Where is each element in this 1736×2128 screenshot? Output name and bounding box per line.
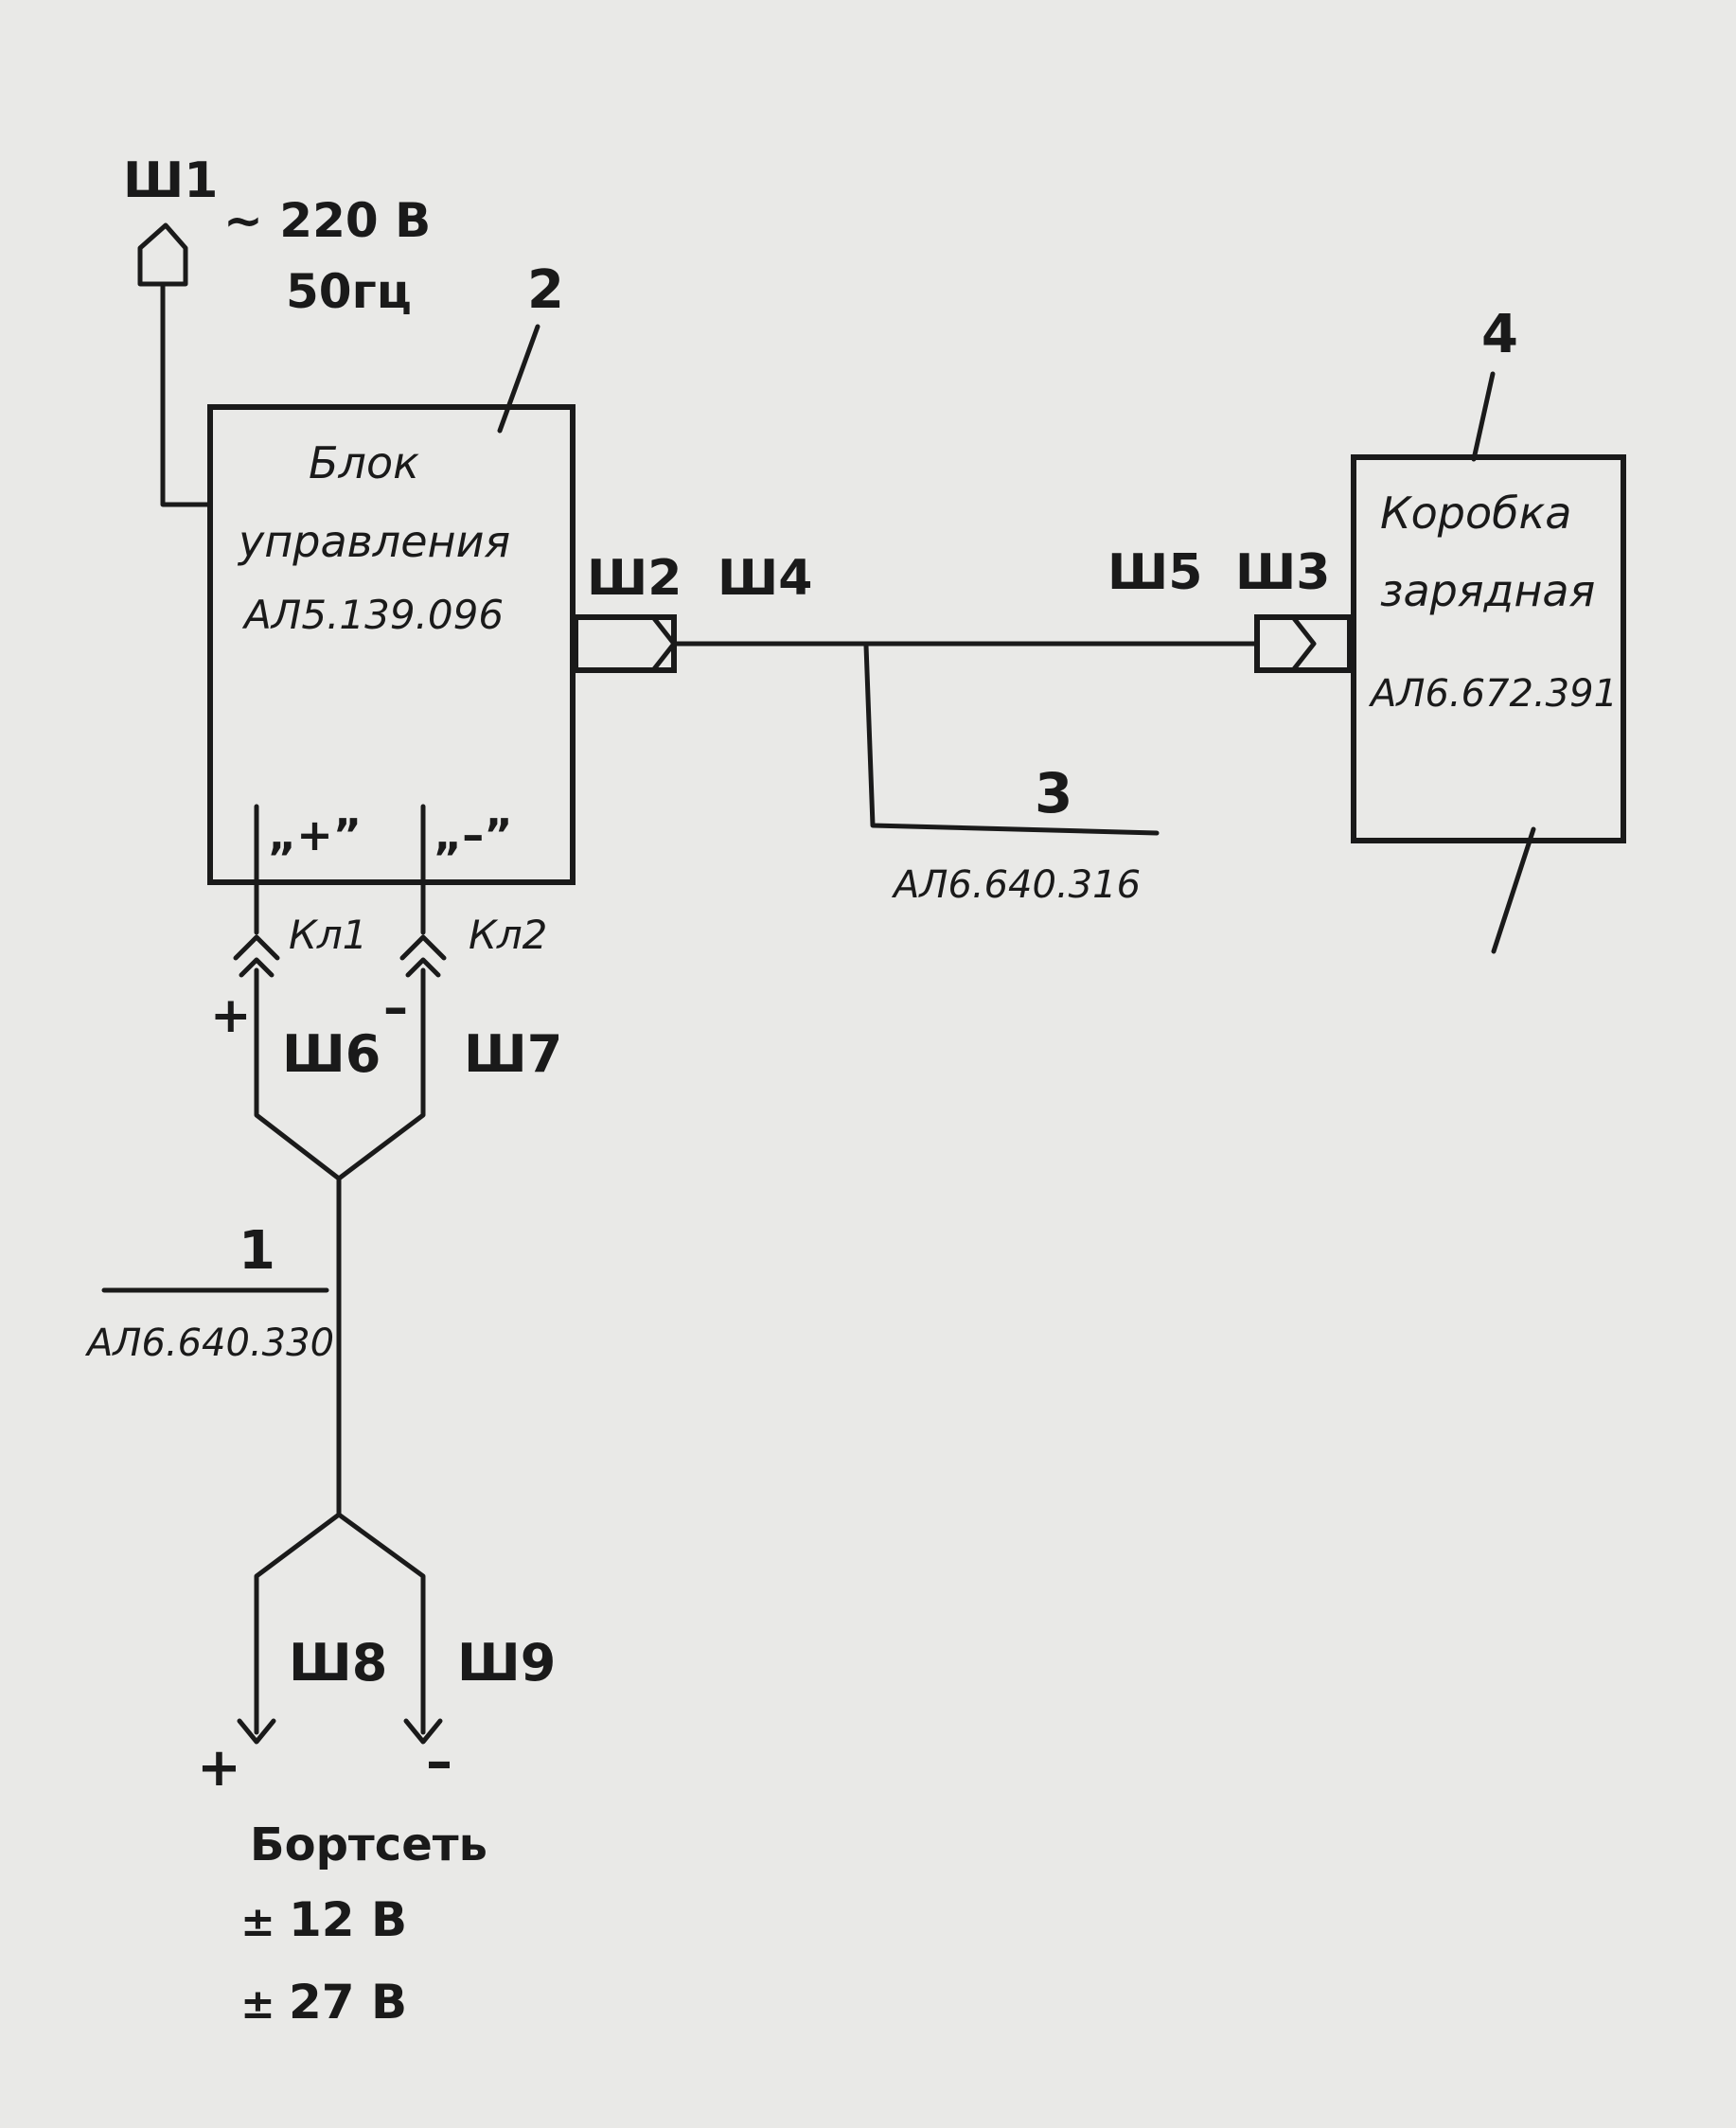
minus-sign-lower: – — [426, 1731, 452, 1793]
cable3-number: 3 — [1035, 761, 1072, 825]
control-unit-number: 2 — [527, 259, 564, 321]
mains-voltage: ~ 220 В — [223, 193, 431, 248]
clamp1-label: Кл1 — [289, 912, 367, 958]
mains-wire — [160, 281, 213, 507]
label-sh6: Ш6 — [282, 1024, 381, 1084]
cable1-harness — [254, 967, 426, 1735]
socket-sh3 — [1254, 614, 1353, 673]
control-unit-code: АЛ5.139.096 — [241, 592, 504, 638]
onboard-sign-2: ± — [240, 1980, 275, 2029]
label-sh7: Ш7 — [464, 1024, 562, 1084]
label-sh1: Ш1 — [123, 152, 218, 209]
control-unit-name-2: управления — [237, 516, 510, 567]
charging-box — [1351, 454, 1626, 843]
plug-sh1-symbol — [137, 222, 188, 287]
cable1-code: АЛ6.640.330 — [84, 1321, 334, 1365]
label-sh5: Ш5 — [1107, 544, 1202, 601]
label-sh9: Ш9 — [457, 1633, 556, 1693]
label-sh4: Ш4 — [717, 550, 812, 607]
socket-sh3-chevron — [1290, 614, 1317, 673]
clamp1-symbol — [233, 934, 280, 978]
cable3-code: АЛ6.640.316 — [891, 863, 1141, 907]
cable3-leader — [863, 643, 1160, 836]
clamp2-symbol — [399, 934, 447, 978]
minus-sign-upper: – — [383, 980, 408, 1037]
label-sh3: Ш3 — [1235, 544, 1330, 601]
charging-box-leader — [1471, 371, 1496, 462]
control-unit-name-1: Блок — [309, 437, 419, 488]
charging-box-number: 4 — [1481, 304, 1518, 365]
minus-terminal-label: „–” — [434, 809, 512, 860]
label-sh8: Ш8 — [289, 1633, 387, 1693]
sh9-arrow — [403, 1718, 443, 1745]
onboard-title: Бортсеть — [250, 1818, 487, 1871]
onboard-sign-1: ± — [240, 1898, 275, 1946]
sh8-arrow — [237, 1718, 276, 1745]
cable1-number: 1 — [239, 1220, 275, 1282]
socket-sh2-chevron — [650, 614, 677, 673]
label-sh2: Ш2 — [587, 550, 682, 607]
plus-terminal-label: „+” — [268, 809, 362, 860]
control-unit-leader — [497, 324, 540, 434]
clamp2-label: Кл2 — [469, 912, 547, 958]
charging-box-mark — [1491, 826, 1536, 954]
onboard-voltage-1: 12 В — [289, 1892, 407, 1947]
charging-box-name-1: Коробка — [1380, 488, 1572, 539]
charging-box-code: АЛ6.672.391 — [1368, 672, 1618, 716]
charging-box-name-2: зарядная — [1380, 565, 1595, 616]
plus-sign-lower: + — [197, 1737, 241, 1799]
onboard-voltage-2: 27 В — [289, 1975, 407, 2030]
plus-sign-upper: + — [210, 987, 252, 1044]
mains-frequency: 50гц — [286, 264, 412, 319]
